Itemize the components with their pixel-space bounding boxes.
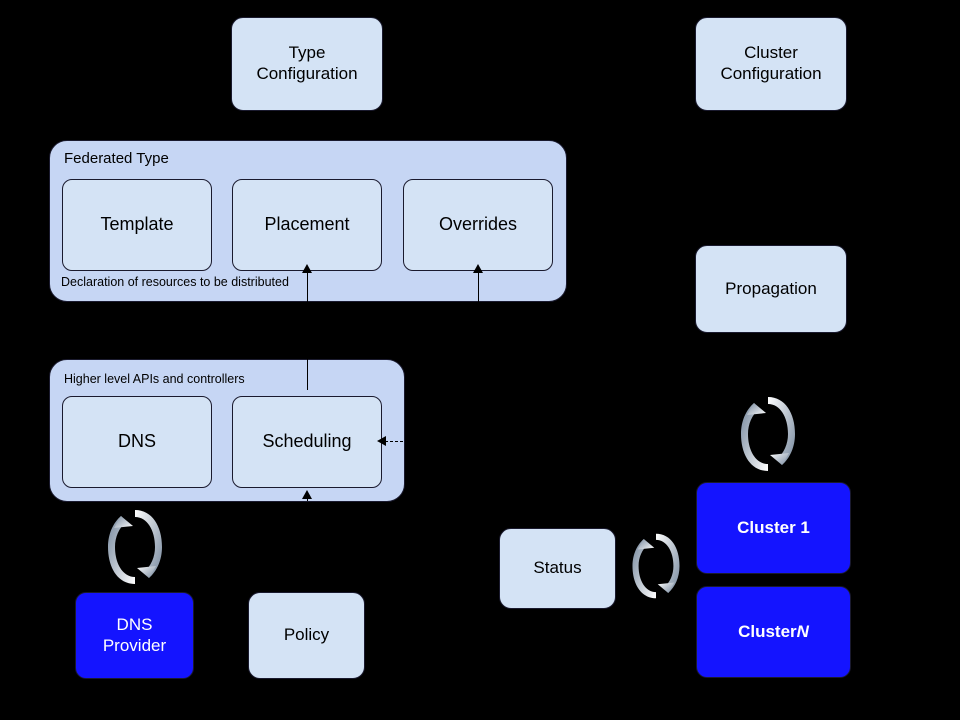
connector-policy-to-scheduling-line bbox=[307, 498, 308, 516]
sync-icon-cluster bbox=[737, 393, 799, 475]
group-federated-type-label: Federated Type bbox=[64, 150, 169, 167]
node-propagation[interactable]: Propagation bbox=[695, 245, 847, 333]
cluster-n-suffix: N bbox=[796, 621, 809, 641]
node-dns-provider[interactable]: DNS Provider bbox=[75, 592, 194, 679]
node-template[interactable]: Template bbox=[62, 179, 212, 271]
node-cluster-configuration[interactable]: Cluster Configuration bbox=[695, 17, 847, 111]
sync-icon-status bbox=[629, 527, 683, 605]
group-federated-type[interactable]: Federated Type Template Placement Overri… bbox=[49, 140, 567, 302]
connector-scheduling-to-overrides-line bbox=[478, 270, 479, 303]
node-type-configuration[interactable]: Type Configuration bbox=[231, 17, 383, 111]
node-placement[interactable]: Placement bbox=[232, 179, 382, 271]
federated-type-caption: Declaration of resources to be distribut… bbox=[61, 275, 289, 289]
node-policy[interactable]: Policy bbox=[248, 592, 365, 679]
connector-policy-to-scheduling-arrow bbox=[302, 490, 312, 499]
connector-external-to-scheduling-arrow bbox=[377, 436, 386, 446]
node-status[interactable]: Status bbox=[499, 528, 616, 609]
group-higher-level-apis-label: Higher level APIs and controllers bbox=[64, 372, 245, 386]
node-overrides[interactable]: Overrides bbox=[403, 179, 553, 271]
group-higher-level-apis[interactable]: Higher level APIs and controllers DNS Sc… bbox=[49, 359, 405, 502]
node-dns[interactable]: DNS bbox=[62, 396, 212, 488]
connector-scheduling-to-placement-arrow bbox=[302, 264, 312, 273]
sync-icon-dns bbox=[104, 506, 166, 588]
connector-scheduling-to-overrides-arrow bbox=[473, 264, 483, 273]
node-scheduling[interactable]: Scheduling bbox=[232, 396, 382, 488]
connector-external-to-scheduling-line bbox=[385, 441, 423, 442]
node-cluster-n[interactable]: Cluster N bbox=[696, 586, 851, 678]
cluster-n-prefix: Cluster bbox=[738, 621, 797, 641]
connector-scheduling-to-placement-line bbox=[307, 270, 308, 390]
node-cluster-1[interactable]: Cluster 1 bbox=[696, 482, 851, 574]
